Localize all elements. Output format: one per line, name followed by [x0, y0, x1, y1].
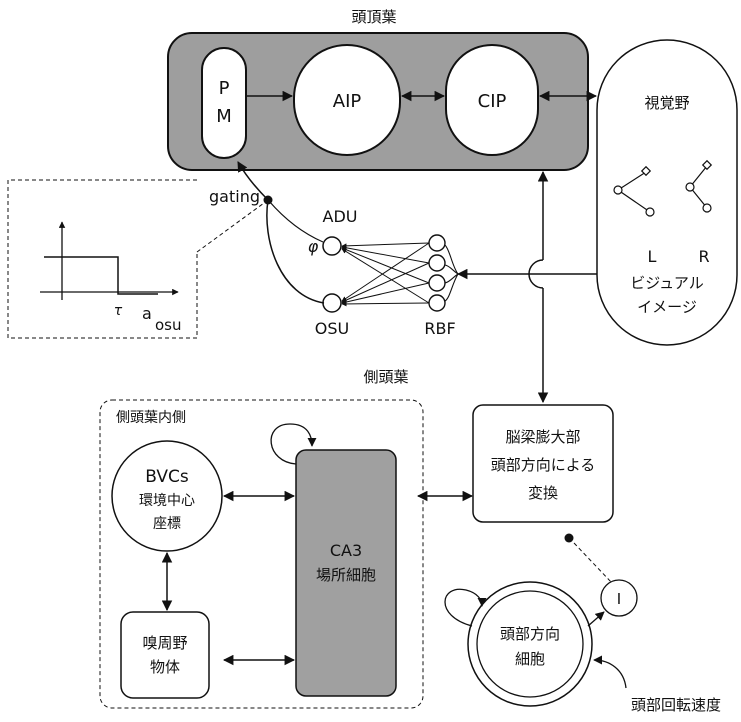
visual-left-label: L: [648, 247, 657, 266]
osu-neuron: [323, 294, 341, 312]
parietal-title: 頭頂葉: [351, 8, 396, 26]
perirhinal-line2: 物体: [150, 658, 180, 676]
perirhinal-node: [121, 612, 209, 698]
velocity-input-arrow: [594, 660, 626, 688]
inset-a-label: a: [142, 304, 152, 323]
hd-cell-line1: 頭部方向: [500, 625, 560, 643]
visual-title: 視覚野: [644, 94, 689, 112]
retrosplenial-line2: 頭部方向による: [491, 456, 596, 474]
retrosplenial-line3: 変換: [528, 484, 558, 502]
gating-node: [264, 196, 273, 205]
inhibition-dashed-line: [574, 543, 612, 583]
cip-label: CIP: [478, 91, 507, 112]
bvcs-line2: 環境中心: [139, 493, 195, 509]
rbf-input-fan: [445, 245, 458, 301]
bvcs-label: BVCs: [145, 467, 189, 487]
hd-to-input-arrow: [588, 612, 604, 626]
medial-temporal-title: 側頭葉内側: [116, 410, 186, 426]
osu-label: OSU: [315, 319, 349, 338]
velocity-label: 頭部回転速度: [631, 696, 721, 714]
rbf-neuron-2: [429, 255, 445, 271]
visual-image-line2: イメージ: [637, 298, 697, 316]
pm-label-bottom: M: [216, 106, 232, 127]
rbf-neuron-1: [429, 235, 445, 251]
hd-cell-inner-ring: [477, 591, 583, 697]
inset-frame: [8, 180, 197, 338]
retrosplenial-line1: 脳梁膨大部: [505, 428, 580, 446]
pm-label-top: P: [219, 78, 230, 99]
perirhinal-line1: 嗅周野: [142, 634, 187, 652]
rbf-label: RBF: [424, 319, 455, 338]
adu-gating-curve: [269, 201, 323, 242]
inset-tau-label: τ: [114, 303, 123, 319]
bvcs-line3: 座標: [153, 516, 181, 532]
inset-step-curve: [44, 257, 158, 294]
visual-right-label: R: [698, 247, 709, 266]
pm-node: [202, 48, 246, 158]
aip-label: AIP: [333, 91, 362, 112]
adu-neuron: [323, 237, 341, 255]
adu-label: ADU: [323, 207, 358, 226]
inset-pointer: [197, 203, 264, 252]
ca3-line2: 場所細胞: [316, 566, 376, 584]
temporal-title: 側頭葉: [363, 368, 408, 386]
input-label: I: [617, 590, 621, 608]
ca3-label: CA3: [330, 541, 362, 560]
rbf-neuron-4: [429, 295, 445, 311]
rbf-connections: [342, 243, 429, 304]
visual-image-line1: ビジュアル: [630, 274, 704, 292]
hd-cell-line2: 細胞: [515, 650, 545, 668]
inset-a-subscript: osu: [155, 316, 182, 334]
rbf-neuron-3: [429, 275, 445, 291]
gating-label: gating: [209, 187, 260, 206]
inhibition-node: [565, 534, 574, 543]
